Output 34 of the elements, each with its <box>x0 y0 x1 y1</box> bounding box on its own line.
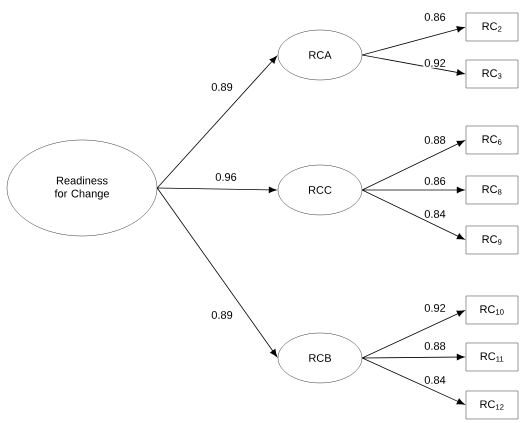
edge-label: 0.89 <box>210 82 234 92</box>
arrow <box>362 26 465 56</box>
arrow <box>362 190 465 240</box>
ellipse-node: RCB <box>278 332 362 384</box>
edge-label: 0.92 <box>423 58 447 68</box>
arrow <box>156 56 278 188</box>
arrow <box>362 310 465 358</box>
arrow <box>156 188 278 358</box>
indicator-box: RC$_{9}$ <box>466 226 518 254</box>
arrow <box>362 54 465 76</box>
indicator-box: RC$_{12}$ <box>466 390 518 420</box>
indicator-box: RC$_{3}$ <box>466 60 518 88</box>
edge-label: 0.86 <box>423 12 447 22</box>
arrow <box>362 358 465 405</box>
ellipse-node: RCC <box>278 164 362 216</box>
edge-label: 0.96 <box>214 172 238 182</box>
edge-label: 0.88 <box>423 341 447 351</box>
edge-label: 0.88 <box>423 135 447 145</box>
arrow <box>156 186 277 194</box>
edge-label: 0.92 <box>423 303 447 313</box>
indicator-box: RC$_{8}$ <box>466 176 518 204</box>
indicator-box: RC$_{6}$ <box>466 126 518 154</box>
ellipse-node: Readiness for Change <box>6 140 158 236</box>
ellipse-node: RCA <box>278 30 362 80</box>
arrow <box>362 186 465 194</box>
edge-label: 0.86 <box>423 176 447 186</box>
edge-label: 0.84 <box>423 209 447 219</box>
arrow <box>362 140 465 190</box>
arrow <box>362 354 465 360</box>
indicator-box: RC$_{2}$ <box>466 12 518 42</box>
edge-label: 0.84 <box>423 375 447 385</box>
indicator-box: RC$_{10}$ <box>466 296 518 324</box>
edge-label: 0.89 <box>210 310 234 320</box>
indicator-box: RC$_{11}$ <box>466 342 518 372</box>
